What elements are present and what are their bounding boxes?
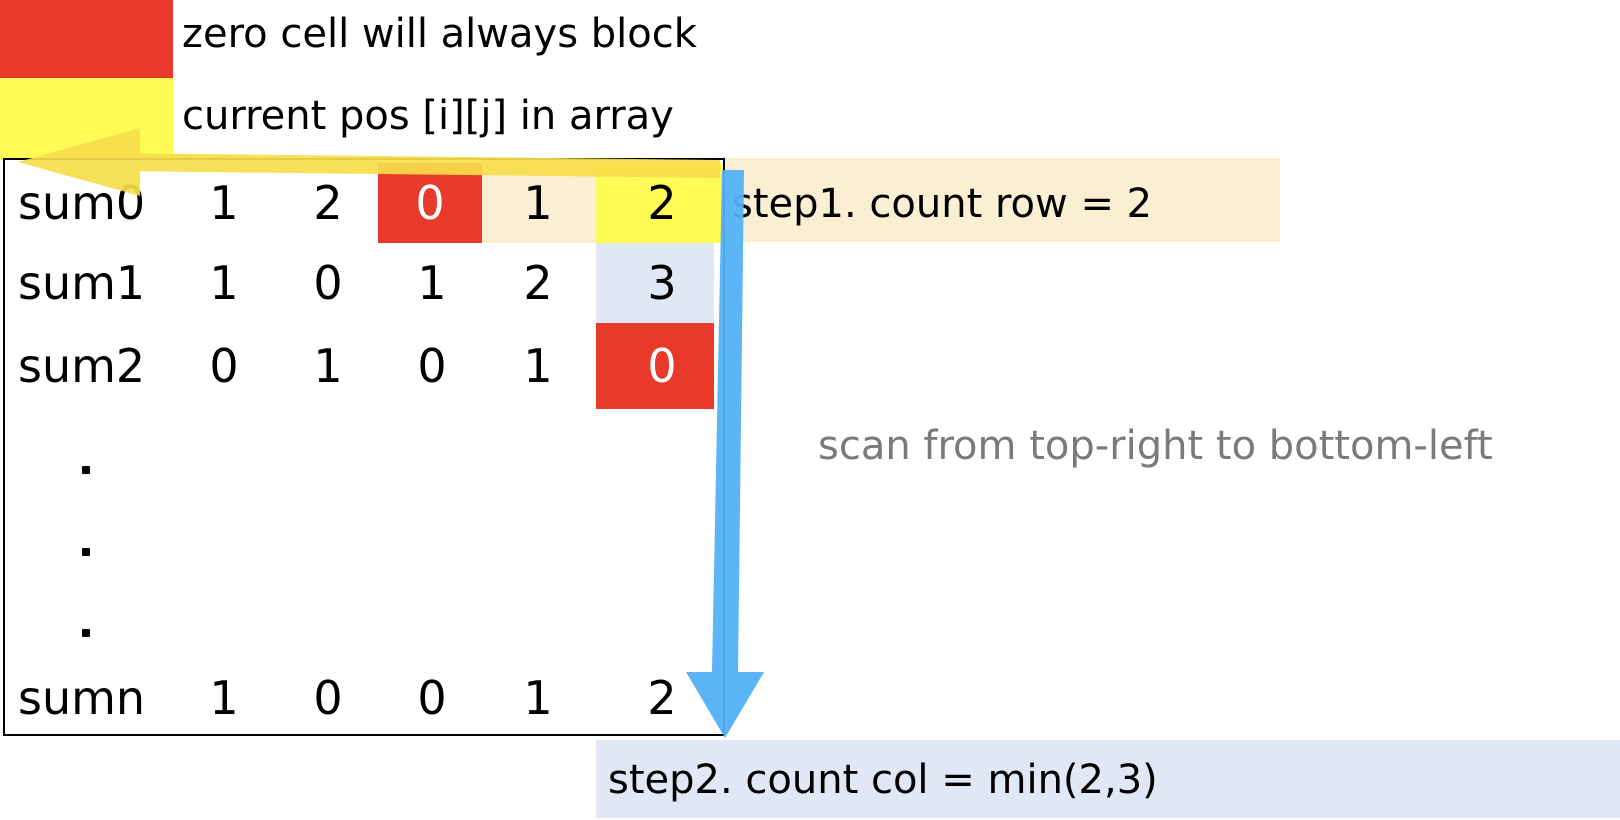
- legend-label-current: current pos [i][j] in array: [182, 93, 674, 139]
- cell-r2c3: 1: [523, 339, 553, 393]
- cell-rnc0: 1: [209, 671, 239, 725]
- legend-label-zero: zero cell will always block: [182, 11, 697, 57]
- scan-direction-note: scan from top-right to bottom-left: [818, 423, 1493, 469]
- cell-r0c1: 2: [313, 176, 343, 230]
- step2-band: [596, 740, 1620, 818]
- cell-r2c1: 1: [313, 339, 343, 393]
- cell-r0c2: 0: [415, 176, 445, 230]
- step1-label: step1. count row = 2: [732, 181, 1153, 227]
- column-scan-arrow: [686, 170, 764, 738]
- cell-r1c1: 0: [313, 256, 343, 310]
- cell-r2c4: 0: [647, 339, 677, 393]
- row-label-sum1: sum1: [18, 256, 146, 310]
- row-label-sum2: sum2: [18, 339, 146, 393]
- cell-r1c2: 1: [417, 256, 447, 310]
- cell-r0c3: 1: [523, 176, 553, 230]
- cell-highlight-r0c3: [482, 163, 596, 243]
- cell-rnc1: 0: [313, 671, 343, 725]
- cell-r1c0: 1: [209, 256, 239, 310]
- cell-highlight-r2c4: [596, 323, 714, 409]
- row-scan-arrow: [18, 128, 720, 196]
- step2-label: step2. count col = min(2,3): [608, 757, 1158, 803]
- cell-highlight-r0c2: [378, 163, 482, 243]
- cell-rnc2: 0: [417, 671, 447, 725]
- cell-r1c3: 2: [523, 256, 553, 310]
- cell-r0c4: 2: [647, 176, 677, 230]
- cell-r1c4: 3: [647, 256, 677, 310]
- legend-swatch-zero: [0, 0, 173, 78]
- ellipsis-dot-1: [82, 466, 90, 474]
- cell-r0c0: 1: [209, 176, 239, 230]
- cell-r2c2: 0: [417, 339, 447, 393]
- ellipsis-dot-2: [82, 548, 90, 556]
- ellipsis-dot-3: [82, 629, 90, 637]
- cell-r2c0: 0: [209, 339, 239, 393]
- step1-band: [725, 158, 1280, 242]
- cell-rnc4: 2: [647, 671, 677, 725]
- row-label-sumn: sumn: [18, 671, 146, 725]
- cell-highlight-r1c4: [596, 243, 714, 323]
- cell-rnc3: 1: [523, 671, 553, 725]
